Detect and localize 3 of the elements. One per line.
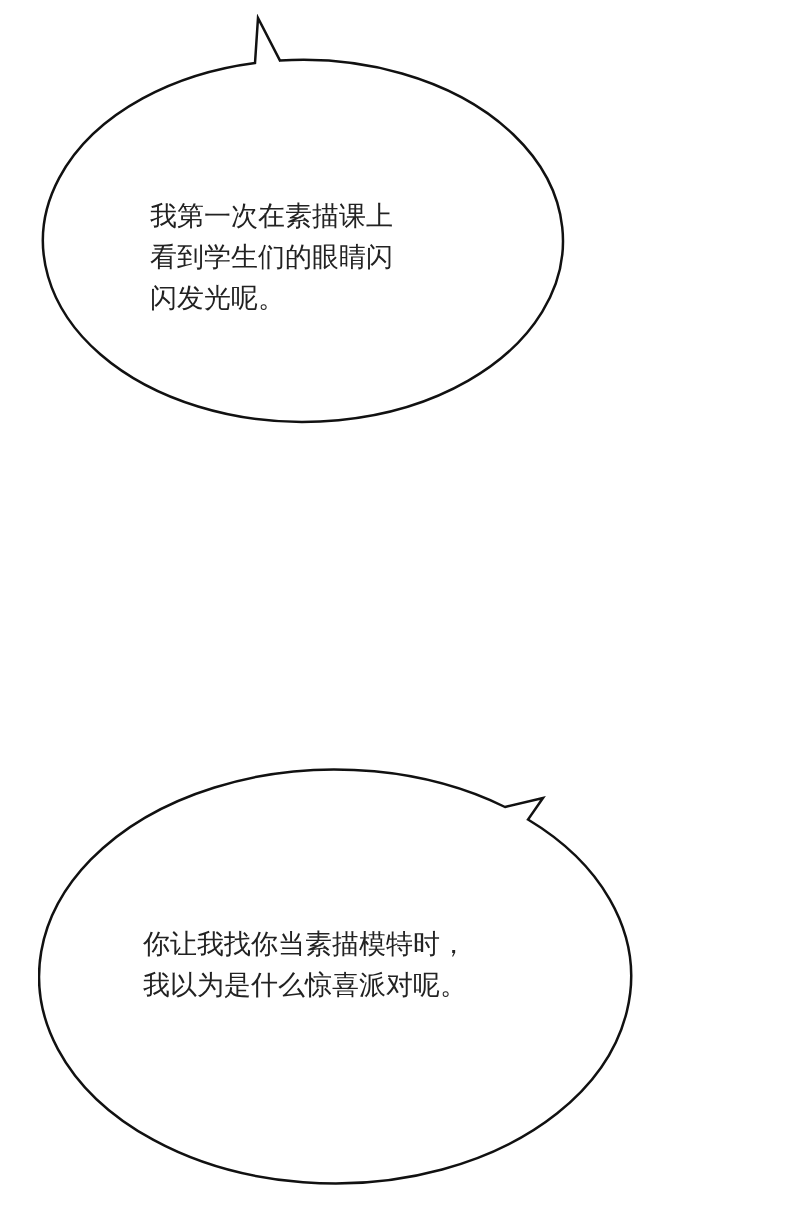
speech-bubble xyxy=(40,14,566,426)
speech-text: 我第一次在素描课上看到学生们的眼睛闪闪发光呢。 xyxy=(150,199,394,315)
speech-text: 你让我找你当素描模特时，我以为是什么惊喜派对呢。 xyxy=(143,927,468,1002)
